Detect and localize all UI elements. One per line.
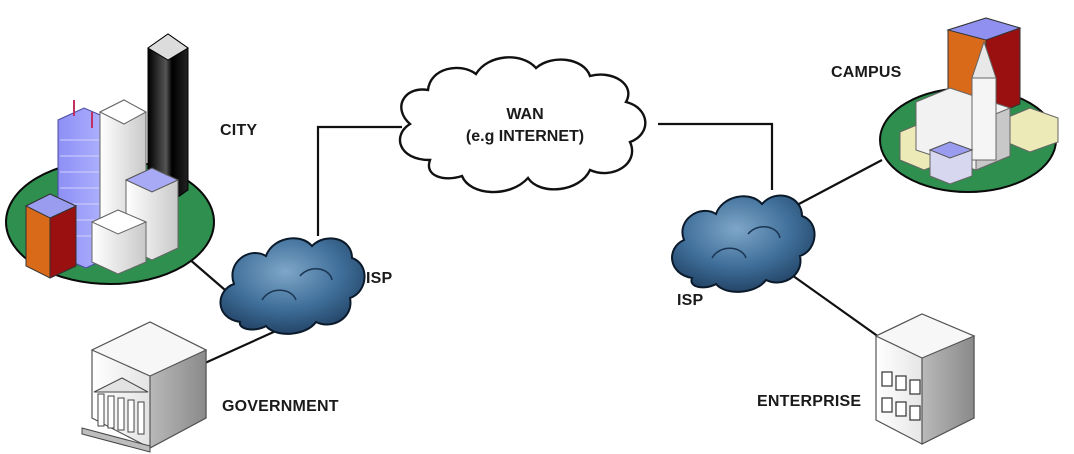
link-wan-isp-right: [658, 122, 774, 190]
campus-label: CAMPUS: [831, 64, 902, 81]
government-label: GOVERNMENT: [222, 398, 339, 415]
wan-cloud-icon: [398, 56, 647, 194]
isp-left-label: ISP: [366, 270, 393, 287]
isp-right-cloud-icon: [671, 194, 816, 293]
enterprise-office-icon: [874, 313, 976, 445]
link-isp-right-campus: [796, 159, 883, 206]
link-isp-right-enterprise: [781, 267, 887, 343]
link-government-isp-left: [204, 328, 279, 365]
wan-subtitle: (e.g INTERNET): [465, 128, 585, 145]
campus-church-icon: [879, 17, 1059, 193]
government-building-icon: [81, 321, 208, 453]
link-isp-left-wan: [316, 125, 402, 236]
wan-label: WAN (e.g INTERNET): [430, 104, 620, 148]
isp-right-label: ISP: [677, 292, 704, 309]
city-skyline-icon: [5, 33, 215, 285]
connection-lines: [187, 122, 887, 365]
wan-title: WAN: [506, 106, 544, 123]
isp-left-cloud-icon: [219, 237, 366, 335]
city-label: CITY: [220, 122, 258, 139]
enterprise-label: ENTERPRISE: [757, 393, 862, 410]
